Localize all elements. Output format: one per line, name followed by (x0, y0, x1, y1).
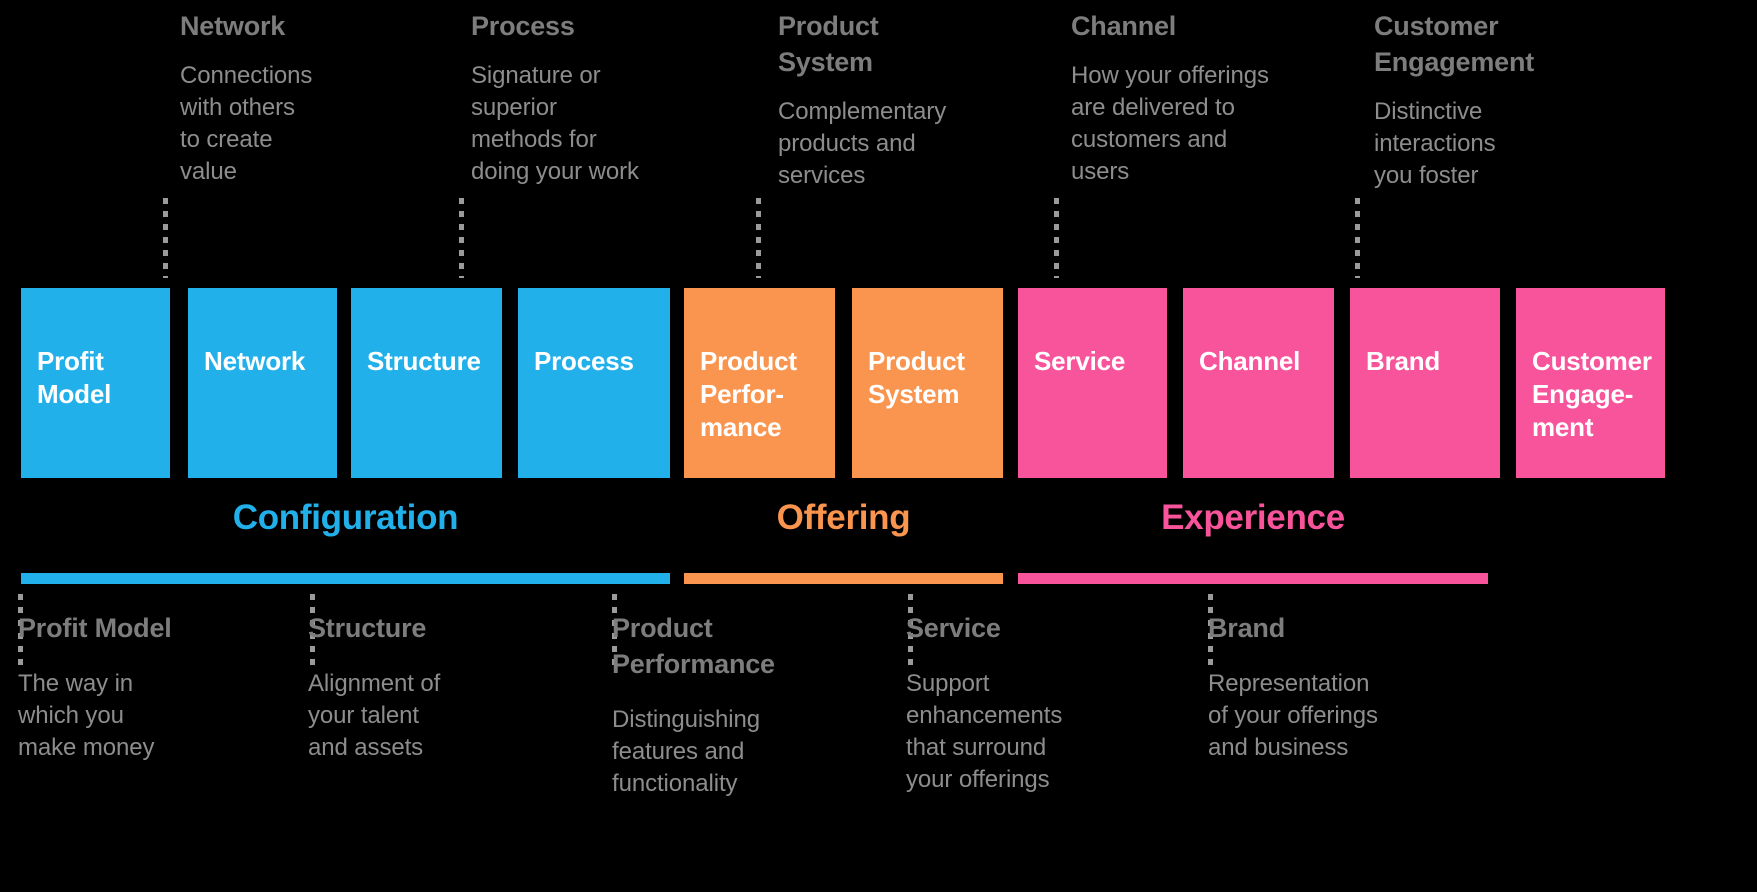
descriptor-title: Structure (308, 613, 427, 643)
descriptor-title: Service (906, 613, 1001, 643)
connector-dotted-top-channel (1054, 198, 1059, 278)
descriptor-top-product-system: Product System Complementary products an… (778, 8, 1058, 192)
tile-structure[interactable]: Structure (351, 288, 502, 478)
tile-product-system[interactable]: Product System (852, 288, 1003, 478)
tile-label: Network (204, 346, 306, 376)
tile-label: Product System (868, 346, 965, 409)
descriptor-title: Customer Engagement (1374, 11, 1535, 77)
tile-customer-engagement[interactable]: Customer Engage- ment (1516, 288, 1665, 478)
descriptor-title: Product System (778, 11, 879, 77)
tile-label: Profit Model (37, 346, 112, 409)
connector-dotted-bottom-structure (310, 594, 315, 672)
descriptor-title: Network (180, 11, 286, 41)
descriptor-body: Support enhancements that surround your … (906, 670, 1063, 793)
tile-label: Channel (1199, 346, 1301, 376)
connector-dotted-bottom-profit-model (18, 594, 23, 672)
tile-profit-model[interactable]: Profit Model (21, 288, 170, 478)
tile-service[interactable]: Service (1018, 288, 1167, 478)
tile-label: Customer Engage- ment (1532, 346, 1652, 442)
descriptor-body: Representation of your offerings and bus… (1208, 670, 1378, 761)
descriptor-body: The way in which you make money (18, 670, 155, 761)
tile-brand[interactable]: Brand (1350, 288, 1500, 478)
category-bar-configuration (21, 573, 670, 584)
tile-label: Brand (1366, 346, 1441, 376)
descriptor-top-process: Process Signature or superior methods fo… (471, 8, 741, 188)
descriptor-body: How your offerings are delivered to cust… (1071, 62, 1269, 185)
descriptor-title: Profit Model (18, 613, 172, 643)
tile-label: Structure (367, 346, 481, 376)
tile-label: Service (1034, 346, 1126, 376)
descriptor-top-network: Network Connections with others to creat… (180, 8, 455, 188)
tile-label: Product Perfor- mance (700, 346, 797, 442)
descriptor-body: Alignment of your talent and assets (308, 670, 441, 761)
descriptor-title: Process (471, 11, 575, 41)
connector-dotted-bottom-product-performance (612, 594, 617, 672)
tile-network[interactable]: Network (188, 288, 337, 478)
descriptor-bottom-product-performance: Product Performance Distinguishing featu… (612, 610, 902, 800)
descriptor-body: Distinctive interactions you foster (1374, 98, 1496, 189)
tile-process[interactable]: Process (518, 288, 670, 478)
tile-product-performance[interactable]: Product Perfor- mance (684, 288, 835, 478)
category-label-configuration: Configuration (232, 498, 459, 537)
descriptor-body: Connections with others to create value (180, 62, 313, 185)
connector-dotted-bottom-service (908, 594, 913, 672)
category-bar-experience (1018, 573, 1488, 584)
tile-channel[interactable]: Channel (1183, 288, 1334, 478)
category-label-offering: Offering (776, 498, 911, 537)
descriptor-body: Distinguishing features and functionalit… (612, 706, 761, 797)
connector-dotted-top-customer-engagement (1355, 198, 1360, 278)
category-bar-offering (684, 573, 1003, 584)
descriptor-body: Complementary products and services (778, 98, 947, 189)
descriptor-title: Channel (1071, 11, 1177, 41)
descriptor-bottom-service: Service Support enhancements that surrou… (906, 610, 1196, 796)
category-label-experience: Experience (1161, 498, 1345, 537)
connector-dotted-top-product-system (756, 198, 761, 278)
tile-label: Process (534, 346, 634, 376)
connector-dotted-top-process (459, 198, 464, 278)
descriptor-body: Signature or superior methods for doing … (471, 62, 639, 185)
descriptor-bottom-brand: Brand Representation of your offerings a… (1208, 610, 1508, 764)
descriptor-title: Brand (1208, 613, 1286, 643)
descriptor-top-customer-engagement: Customer Engagement Distinctive interact… (1374, 8, 1674, 192)
descriptor-title: Product Performance (612, 613, 775, 679)
descriptor-top-channel: Channel How your offerings are delivered… (1071, 8, 1371, 188)
connector-dotted-top-network (163, 198, 168, 278)
descriptor-bottom-profit-model: Profit Model The way in which you make m… (18, 610, 293, 764)
descriptor-bottom-structure: Structure Alignment of your talent and a… (308, 610, 583, 764)
connector-dotted-bottom-brand (1208, 594, 1213, 672)
